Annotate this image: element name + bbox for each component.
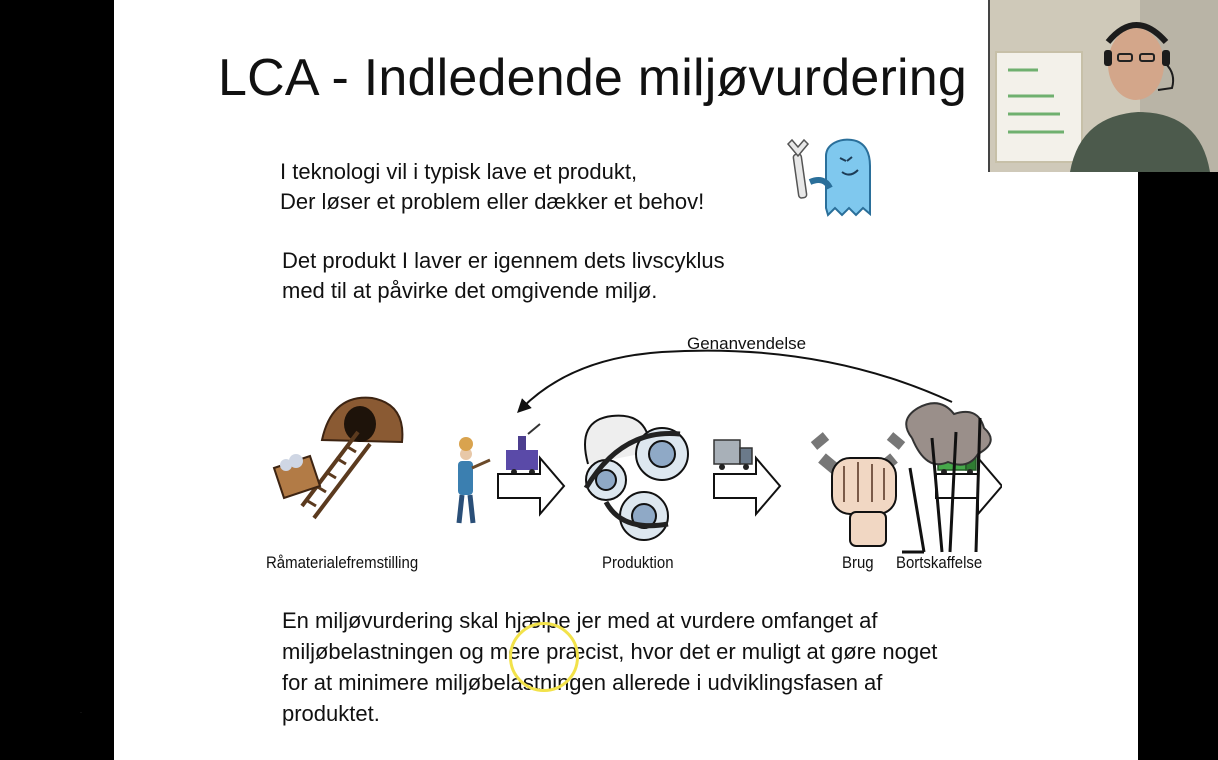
- side-mark: ·: [80, 710, 82, 716]
- slide-title: LCA - Indledende miljøvurdering: [218, 49, 968, 107]
- webcam-overlay: [988, 0, 1218, 172]
- presentation-slide: LCA - Indledende miljøvurdering I teknol…: [114, 0, 1138, 760]
- presenter-video: [990, 0, 1218, 172]
- lifecycle-diagram: Genanvendelse: [262, 328, 1002, 588]
- intro-line: Der løser et problem eller dækker et beh…: [280, 189, 705, 214]
- flow-arrow: [713, 455, 782, 517]
- pointer-highlight-ring: [509, 622, 579, 692]
- recycling-label: Genanvendelse: [687, 334, 807, 353]
- lifecycle-graphics: [272, 349, 1002, 547]
- impact-line: med til at påvirke det omgivende miljø.: [282, 278, 658, 303]
- conclusion-paragraph: En miljøvurdering skal hjælpe jer med at…: [282, 605, 937, 729]
- flow-arrow: [497, 455, 566, 517]
- intro-line: I teknologi vil i typisk lave et produkt…: [280, 159, 638, 184]
- factory-truck-icon: [506, 423, 541, 475]
- conclusion-line: En miljøvurdering skal hjælpe jer med at…: [282, 608, 878, 633]
- stage-label-use: Brug: [842, 553, 874, 572]
- gears-icon: [583, 414, 689, 541]
- recycling-arrow: [517, 349, 953, 413]
- impact-paragraph: Det produkt I laver er igennem dets livs…: [282, 246, 725, 306]
- conclusion-line: produktet.: [282, 701, 380, 726]
- mining-icon: [272, 396, 491, 524]
- stage-label-production: Produktion: [602, 553, 674, 572]
- delivery-truck-icon: [713, 439, 753, 470]
- conclusion-line: miljøbelastningen og mere præcist, hvor …: [282, 639, 938, 664]
- wrench-ghost-icon: [786, 138, 871, 217]
- intro-paragraph: I teknologi vil i typisk lave et produkt…: [280, 157, 704, 217]
- fist-wrench-icon: [810, 432, 906, 547]
- stage-label-disposal: Bortskaffelse: [896, 553, 983, 572]
- headset-icon: [1105, 22, 1169, 45]
- smokestack-icon: [902, 402, 992, 554]
- conclusion-line: for at minimere miljøbelastningen allere…: [282, 670, 883, 695]
- impact-line: Det produkt I laver er igennem dets livs…: [282, 248, 725, 273]
- stage-label-raw-materials: Råmaterialefremstilling: [266, 553, 419, 572]
